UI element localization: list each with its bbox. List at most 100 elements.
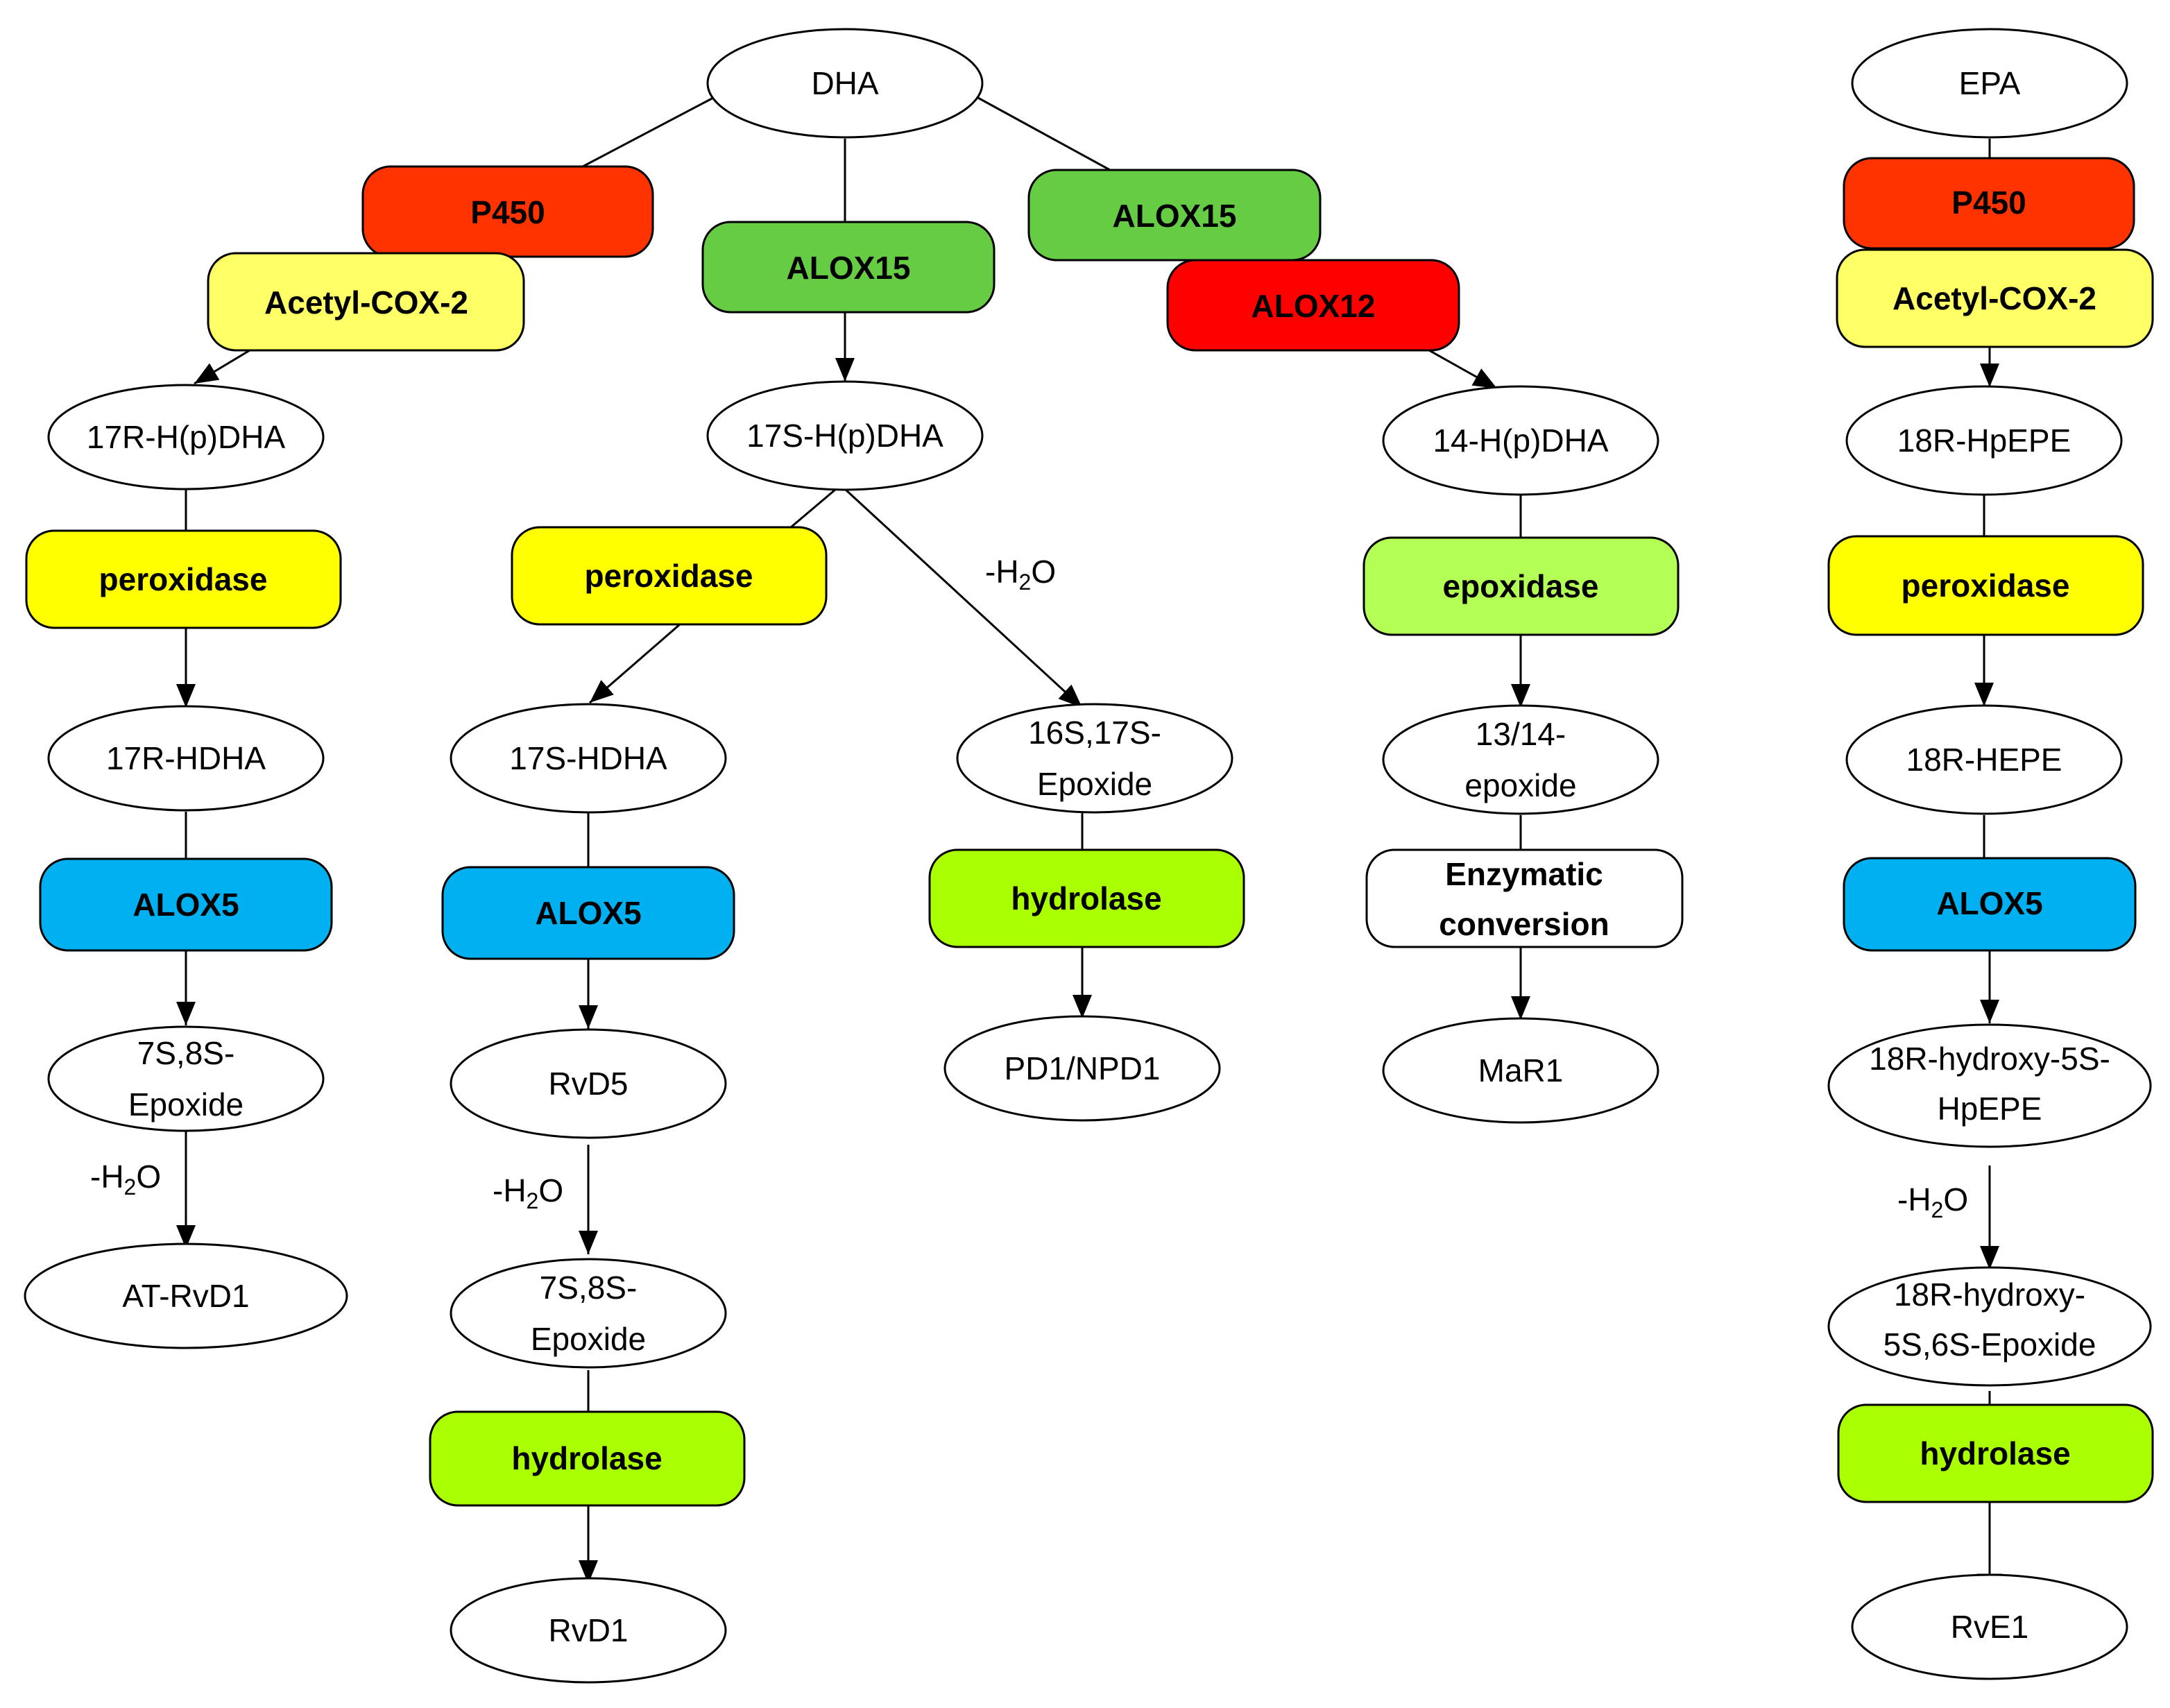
edge-perox-17shdha <box>589 623 681 704</box>
molecule-label: 17R-HDHA <box>106 740 266 776</box>
enzyme-acetyl-cox2-epa: Acetyl-COX-2 <box>1836 248 2154 348</box>
edge-17s-ep1617 <box>844 488 1084 709</box>
enzyme-label: hydrolase <box>1011 880 1161 916</box>
molecule-14-hpdha: 14-H(p)DHA <box>1382 385 1659 496</box>
molecule-label: 18R-HpEPE <box>1897 422 2071 459</box>
enzyme-label: ALOX15 <box>787 250 911 286</box>
molecule-13-14-epoxide: 13/14- epoxide <box>1382 704 1659 815</box>
enzyme-label: ALOX5 <box>535 895 641 931</box>
molecule-7s8s-epoxide-mid: 7S,8S- Epoxide <box>450 1258 727 1369</box>
enzyme-epoxidase: epoxidase <box>1362 536 1680 636</box>
molecule-7s8s-epoxide-left: 7S,8S- Epoxide <box>47 1025 325 1132</box>
enzyme-label: hydrolase <box>511 1440 662 1476</box>
enzyme-peroxidase-mid: peroxidase <box>511 526 828 626</box>
molecules: DHA EPA 17R-H(p)DHA 17R-HDHA 7S,8S- Epox… <box>24 28 2152 1684</box>
molecule-18r-hydroxy-5s6s-epoxide: 18R-hydroxy- 5S,6S-Epoxide <box>1827 1266 2152 1387</box>
enzyme-label: Acetyl-COX-2 <box>1893 280 2096 316</box>
molecule-17s-hpdha: 17S-H(p)DHA <box>706 380 984 491</box>
edge-alox12-14h <box>1428 349 1498 390</box>
edge-acox-17r <box>194 349 250 385</box>
molecule-label-line1: 18R-hydroxy-5S- <box>1869 1041 2110 1077</box>
enzyme-enzymatic-conversion: Enzymatic conversion <box>1365 848 1684 948</box>
enzyme-alox5-epa: ALOX5 <box>1843 857 2137 952</box>
water-loss-label-left: -H2O <box>90 1159 161 1199</box>
molecule-label: 18R-HEPE <box>1906 742 2062 778</box>
enzyme-hydrolase-epoxide: hydrolase <box>928 848 1245 948</box>
molecule-17s-hdha: 17S-HDHA <box>450 703 727 814</box>
enzyme-label-line1: Enzymatic <box>1445 856 1603 892</box>
molecule-rvd1: RvD1 <box>450 1577 727 1684</box>
enzyme-alox12: ALOX12 <box>1166 259 1460 352</box>
enzyme-alox15-mid: ALOX15 <box>701 221 996 314</box>
enzyme-p450-dha: P450 <box>361 165 654 258</box>
enzyme-label: ALOX5 <box>1936 885 2042 921</box>
enzyme-alox15-right: ALOX15 <box>1027 169 1322 262</box>
molecule-18r-hydroxy-5s-hpepe: 18R-hydroxy-5S- HpEPE <box>1827 1023 2152 1148</box>
enzyme-alox5-mid: ALOX5 <box>441 866 735 960</box>
molecule-label: RvE1 <box>1951 1609 2028 1645</box>
enzyme-label: ALOX12 <box>1251 288 1376 324</box>
molecule-label-line2: Epoxide <box>531 1321 646 1357</box>
enzyme-label: peroxidase <box>585 558 753 594</box>
molecule-at-rvd1: AT-RvD1 <box>24 1242 348 1349</box>
enzyme-peroxidase-epa: peroxidase <box>1827 535 2144 636</box>
molecule-18r-hepe: 18R-HEPE <box>1845 704 2123 815</box>
edges <box>176 96 2002 1584</box>
enzyme-label-line2: conversion <box>1439 906 1609 942</box>
enzyme-acetyl-cox2-dha: Acetyl-COX-2 <box>207 252 525 352</box>
molecule-17r-hdha: 17R-HDHA <box>47 705 325 812</box>
enzyme-alox5-left: ALOX5 <box>39 857 333 952</box>
molecule-16s17s-epoxide: 16S,17S- Epoxide <box>956 703 1233 814</box>
enzyme-label: peroxidase <box>99 561 268 597</box>
enzyme-label: ALOX15 <box>1113 198 1237 234</box>
molecule-label-line2: Epoxide <box>128 1086 244 1122</box>
molecule-label: PD1/NPD1 <box>1005 1050 1161 1086</box>
molecule-label: RvD5 <box>548 1066 628 1102</box>
molecule-label-line1: 16S,17S- <box>1028 715 1161 751</box>
molecule-label: DHA <box>811 65 878 101</box>
molecule-label-line2: epoxide <box>1464 767 1576 803</box>
molecule-label-line2: Epoxide <box>1037 766 1152 802</box>
water-loss-label-mid: -H2O <box>493 1172 563 1213</box>
enzyme-label: Acetyl-COX-2 <box>264 284 468 321</box>
molecule-label: AT-RvD1 <box>122 1278 249 1314</box>
molecule-rve1: RvE1 <box>1851 1573 2128 1680</box>
molecule-label: 14-H(p)DHA <box>1433 422 1608 459</box>
edge-17s-perox <box>790 488 837 529</box>
molecule-label: 17S-H(p)DHA <box>746 418 943 454</box>
enzyme-p450-epa: P450 <box>1843 157 2135 250</box>
molecule-dha: DHA <box>706 28 984 139</box>
molecule-label: MaR1 <box>1478 1052 1564 1088</box>
molecule-label: RvD1 <box>548 1612 628 1648</box>
molecule-label-line1: 13/14- <box>1476 716 1566 752</box>
molecule-label-line2: 5S,6S-Epoxide <box>1883 1326 2096 1363</box>
enzyme-hydrolase-epa: hydrolase <box>1837 1403 2154 1503</box>
molecule-pd1-npd1: PD1/NPD1 <box>943 1015 1221 1122</box>
enzyme-label: ALOX5 <box>133 887 239 923</box>
molecule-label: EPA <box>1959 65 2021 101</box>
molecule-label-line1: 7S,8S- <box>540 1270 638 1306</box>
molecule-label-line1: 7S,8S- <box>137 1035 235 1071</box>
molecule-rvd5: RvD5 <box>450 1028 727 1139</box>
enzyme-label: P450 <box>470 194 545 230</box>
enzyme-label: hydrolase <box>1920 1435 2070 1471</box>
molecule-epa: EPA <box>1851 28 2128 139</box>
edge-dha-alox15-right <box>976 96 1111 171</box>
enzyme-peroxidase-left: peroxidase <box>25 529 342 629</box>
molecule-label-line1: 18R-hydroxy- <box>1894 1276 2085 1313</box>
molecule-17r-hpdha: 17R-H(p)DHA <box>47 384 325 490</box>
enzyme-hydrolase-mid: hydrolase <box>429 1410 746 1507</box>
molecule-label: 17S-HDHA <box>509 740 667 776</box>
enzyme-label: peroxidase <box>1902 567 2070 604</box>
annotations: -H2O -H2O -H2O -H2O <box>90 554 1968 1222</box>
molecule-label: 17R-H(p)DHA <box>87 419 286 455</box>
enzyme-label: epoxidase <box>1443 568 1599 604</box>
molecule-mar1: MaR1 <box>1382 1017 1659 1124</box>
molecule-label-line2: HpEPE <box>1938 1091 2042 1127</box>
enzymes: P450 Acetyl-COX-2 ALOX15 ALOX15 ALOX12 p… <box>25 157 2154 1507</box>
water-loss-label-epoxide-branch: -H2O <box>985 554 1056 595</box>
enzyme-label: P450 <box>1951 185 2026 221</box>
edge-dha-p450 <box>582 96 715 168</box>
water-loss-label-epa: -H2O <box>1897 1181 1968 1222</box>
